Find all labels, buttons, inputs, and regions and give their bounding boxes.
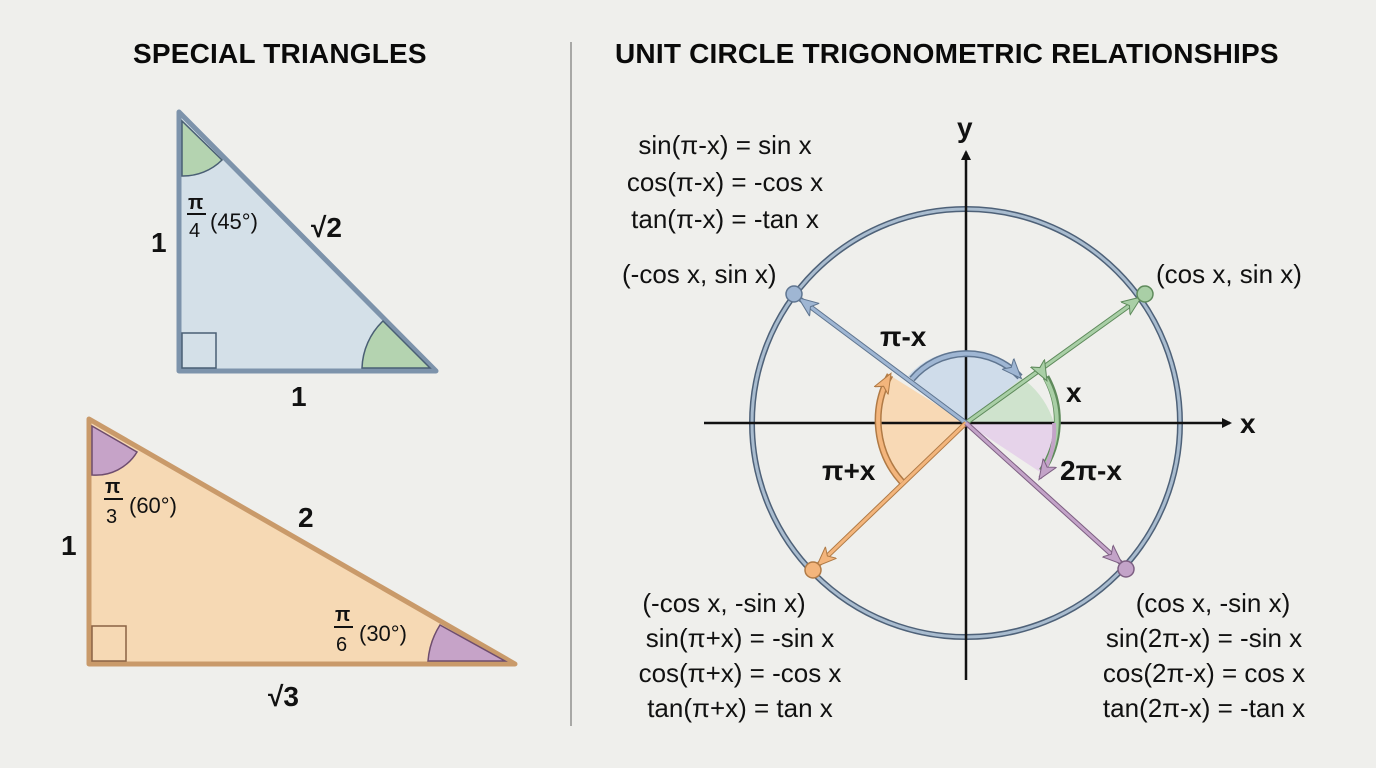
identity-line: cos(π-x) = -cos x [627,167,823,197]
arc-pi-minus-x [910,351,1020,381]
angle-arc-60 [91,424,139,476]
vector-q4 [964,421,1121,563]
svg-text:π: π [188,192,203,214]
svg-text:π: π [335,604,350,626]
triangle-45-45-90: 1 1 √2 π 4 (45°) [151,109,439,412]
svg-text:3: 3 [106,506,117,528]
vector-q3 [818,421,968,565]
leg-horizontal-label: 1 [291,381,307,412]
identity-line: tan(π-x) = -tan x [631,204,819,234]
svg-text:(30°): (30°) [359,621,407,646]
identity-line: tan(π+x) = tan x [647,693,833,723]
point-q4 [1117,560,1135,578]
hypotenuse-label: √2 [311,212,342,243]
identity-line: cos(π+x) = -cos x [639,658,842,688]
identities-q2: sin(π-x) = sin x cos(π-x) = -cos x tan(π… [627,130,823,234]
identity-line: cos(2π-x) = cos x [1103,658,1305,688]
angle-label-45: π 4 (45°) [187,192,258,242]
angle-arc-right [361,319,432,369]
vector-q2 [800,299,967,425]
point-q3-label: (-cos x, -sin x) [642,588,805,618]
svg-text:6: 6 [336,634,347,656]
triangle-45-shape [176,109,439,374]
point-q1 [1136,285,1154,303]
svg-text:(60°): (60°) [129,493,177,518]
svg-text:(45°): (45°) [210,209,258,234]
angle-label-x: x [1066,377,1082,408]
identity-line: sin(π+x) = -sin x [646,623,834,653]
identity-line: sin(2π-x) = -sin x [1106,623,1302,653]
point-q4-label: (cos x, -sin x) [1136,588,1291,618]
angle-label-pi-minus-x: π-x [880,321,927,352]
leg-vertical-label: 1 [61,530,77,561]
identities-q3: (-cos x, -sin x) sin(π+x) = -sin x cos(π… [639,588,842,723]
svg-text:π: π [105,476,120,498]
angle-arc-30 [427,624,508,662]
point-q2-label: (-cos x, sin x) [622,259,777,289]
angle-label-pi-plus-x: π+x [822,455,876,486]
unit-circle-title: UNIT CIRCLE TRIGONOMETRIC RELATIONSHIPS [615,38,1279,69]
svg-text:4: 4 [189,220,200,242]
hypotenuse-label: 2 [298,502,314,533]
special-triangles-title: SPECIAL TRIANGLES [133,38,427,69]
triangle-30-60-90: 1 2 √3 π 3 (60°) π 6 (30°) [61,416,518,712]
identities-q4: (cos x, -sin x) sin(2π-x) = -sin x cos(2… [1103,588,1305,723]
leg-horizontal-label: √3 [268,681,299,712]
point-q2 [785,285,803,303]
triangle-30-60-shape [86,416,518,667]
x-axis-label: x [1240,408,1256,439]
arc-2pi-minus-x [1040,422,1054,478]
angle-arc-top [181,119,224,177]
identity-line: tan(2π-x) = -tan x [1103,693,1305,723]
unit-circle-diagram: x y π-x x π+x 2π-x (cos x, sin x) (-cos … [622,112,1305,723]
point-q3 [804,561,822,579]
right-angle-marker [181,332,217,369]
identity-line: sin(π-x) = sin x [638,130,811,160]
y-axis-label: y [957,112,973,143]
leg-vertical-label: 1 [151,227,167,258]
angle-label-2pi-minus-x: 2π-x [1060,455,1122,486]
sector-pi-plus-x [878,376,966,483]
arc-pi-plus-x [878,375,904,484]
panel-divider [570,42,572,726]
angle-label-60: π 3 (60°) [104,476,177,528]
sector-x [966,378,1054,423]
point-q1-label: (cos x, sin x) [1156,259,1302,289]
vector-q1 [965,298,1140,425]
angle-label-30: π 6 (30°) [334,604,407,656]
right-angle-marker [91,625,127,662]
sector-2pi-minus-x [966,423,1055,472]
